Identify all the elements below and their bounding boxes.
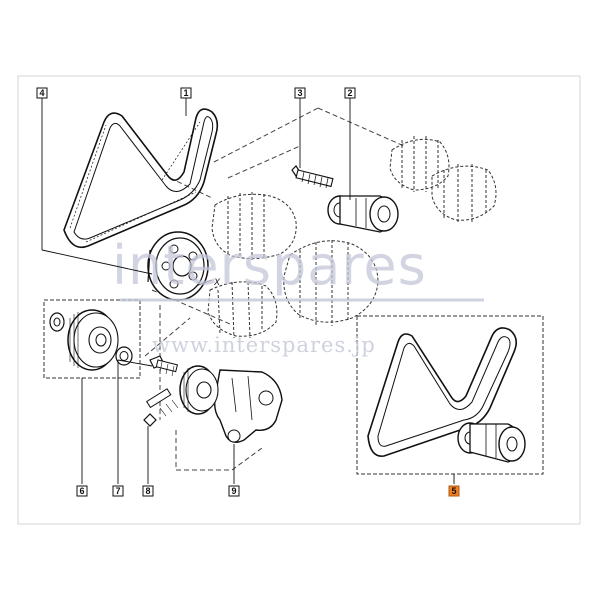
callout-1: 1: [180, 87, 192, 99]
callout-9: 9: [228, 485, 240, 497]
callout-6: 6: [76, 485, 88, 497]
leader-lines: [41, 98, 455, 484]
drive-belt-kit: [367, 327, 518, 457]
svg-text:9: 9: [231, 486, 236, 496]
part-6-box: [43, 299, 141, 379]
tensioner-pulley: [327, 195, 399, 233]
callout-7: 7: [112, 485, 124, 497]
svg-text:5: 5: [451, 486, 456, 496]
x-marker: X: [213, 277, 221, 287]
bracket-bolt: [143, 388, 179, 427]
tensioner-bracket: [179, 365, 283, 443]
crankshaft-pulley: [147, 231, 209, 301]
engine-outline: [144, 107, 405, 471]
svg-text:8: 8: [145, 486, 150, 496]
callout-4: 4: [36, 87, 48, 99]
svg-text:2: 2: [347, 88, 352, 98]
diagram-frame: [17, 75, 581, 525]
callout-2: 2: [344, 87, 356, 99]
callout-8: 8: [142, 485, 154, 497]
svg-text:7: 7: [115, 486, 120, 496]
svg-text:6: 6: [79, 486, 84, 496]
tensioner-bolt: [291, 165, 334, 189]
idler-pulley: [49, 309, 133, 371]
x-marker-line: [195, 279, 213, 287]
tensioner-pulley-kit: [457, 422, 526, 463]
idler-bolt: [149, 355, 179, 377]
svg-text:1: 1: [183, 88, 188, 98]
svg-text:4: 4: [39, 88, 44, 98]
drive-belt-upper: [63, 108, 219, 249]
watermark-brand: interspares: [112, 234, 427, 297]
engine-components-ghost: [207, 136, 497, 339]
svg-text:3: 3: [297, 88, 302, 98]
watermark-url: www.interspares.jp: [152, 333, 376, 357]
callout-5: 5: [448, 485, 460, 497]
kit-box: [356, 315, 544, 475]
callout-3: 3: [294, 87, 306, 99]
